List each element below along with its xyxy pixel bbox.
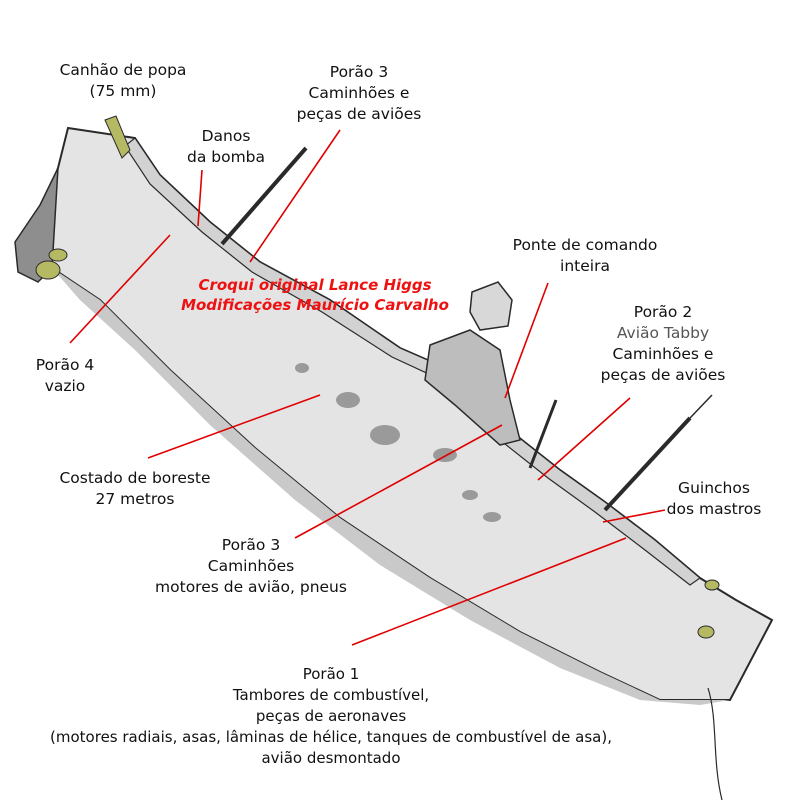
forward-mast-top — [689, 394, 713, 419]
leader-hold4 — [69, 234, 171, 344]
label-stern-gun: Canhão de popa (75 mm) — [60, 60, 187, 102]
label-line: Porão 2 — [633, 303, 693, 321]
hull-patch — [336, 392, 360, 408]
leader-hold3-top — [249, 129, 341, 263]
bridge-block — [424, 329, 521, 446]
label-line: Caminhões e — [308, 84, 410, 102]
credit-line1: Croqui original Lance Higgs — [198, 276, 432, 294]
label-line: Ponte de comando — [512, 236, 658, 254]
leader-starboard — [147, 394, 321, 459]
label-line: avião desmontado — [261, 749, 401, 767]
label-line: inteira — [560, 257, 610, 275]
label-hold3-top: Porão 3 Caminhões e peças de aviões — [297, 62, 422, 125]
forward-mast — [603, 416, 692, 512]
label-line: 27 metros — [95, 490, 175, 508]
leader-hold3-mid — [294, 424, 503, 539]
label-starboard-side: Costado de boreste 27 metros — [59, 468, 210, 510]
hull-patch — [462, 490, 478, 500]
leader-lines — [69, 129, 666, 646]
label-line: Guinchos — [678, 479, 750, 497]
label-line: vazio — [44, 377, 86, 395]
debris — [697, 625, 715, 639]
label-line: Caminhões — [207, 557, 295, 575]
label-winches: Guinchos dos mastros — [667, 478, 762, 520]
label-hold2: Porão 2 Avião Tabby Caminhões e peças de… — [601, 302, 726, 386]
stern-gun — [104, 115, 131, 159]
aft-mast — [220, 146, 308, 246]
label-line: Caminhões e — [612, 345, 714, 363]
leader-hold1 — [351, 537, 627, 646]
label-line: Avião Tabby — [616, 324, 710, 342]
label-line: Tambores de combustível, — [232, 686, 430, 704]
debris — [704, 579, 720, 591]
label-line: (75 mm) — [89, 82, 157, 100]
cable — [707, 687, 723, 800]
hull-side — [36, 126, 774, 701]
label-line: Porão 4 — [35, 356, 95, 374]
leader-hold2 — [537, 397, 631, 481]
hull-patch — [483, 512, 501, 522]
label-line: (motores radiais, asas, lâminas de hélic… — [50, 728, 612, 746]
label-bridge: Ponte de comando inteira — [513, 235, 658, 277]
label-line: Porão 3 — [221, 536, 281, 554]
label-line: peças de aeronaves — [255, 707, 407, 725]
bridge-top — [469, 281, 513, 331]
credit-line2: Modificações Maurício Carvalho — [181, 296, 449, 314]
deck-edge — [124, 137, 701, 586]
derrick-boom — [528, 399, 558, 469]
label-line: Porão 3 — [329, 63, 389, 81]
leader-bridge — [504, 282, 549, 399]
drawing-credit: Croqui original Lance Higgs Modificações… — [181, 275, 449, 315]
label-line: Costado de boreste — [59, 469, 211, 487]
leader-bomb-damage — [197, 169, 203, 227]
propeller — [48, 248, 68, 262]
label-line: Danos — [201, 127, 251, 145]
label-line: motores de avião, pneus — [155, 578, 347, 596]
label-line: dos mastros — [666, 500, 762, 518]
leader-winches — [602, 509, 666, 523]
label-line: da bomba — [186, 148, 266, 166]
label-hold4: Porão 4 vazio — [36, 355, 94, 397]
hull-patch — [295, 363, 309, 373]
hull-patch — [370, 425, 400, 445]
label-hold3-mid: Porão 3 Caminhões motores de avião, pneu… — [155, 535, 347, 598]
propeller — [35, 260, 61, 280]
label-bomb-damage: Danos da bomba — [187, 126, 265, 168]
label-hold1: Porão 1 Tambores de combustível, peças d… — [50, 664, 612, 769]
label-line: peças de aviões — [296, 105, 422, 123]
label-line: Porão 1 — [302, 665, 360, 683]
label-line: peças de aviões — [600, 366, 726, 384]
label-line: Canhão de popa — [59, 61, 187, 79]
